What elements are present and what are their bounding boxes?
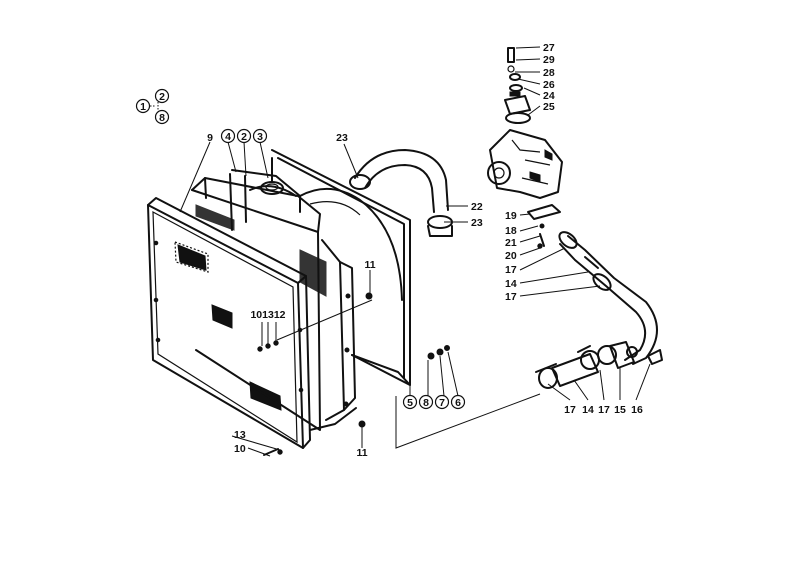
callout-14b: 14 xyxy=(582,404,594,416)
legend-cluster xyxy=(135,88,170,125)
callout-17a: 17 xyxy=(505,264,517,276)
callout-8: 8 xyxy=(159,112,165,124)
callout-11b: 11 xyxy=(356,447,367,459)
callout-26: 26 xyxy=(543,79,555,91)
callout-23a: 23 xyxy=(336,132,348,144)
callout-10: 10 xyxy=(234,443,246,455)
callout-19: 19 xyxy=(505,210,517,222)
leader-lines xyxy=(179,46,651,457)
callout-15: 15 xyxy=(614,404,626,416)
callout-1: 1 xyxy=(140,101,146,113)
callout-17c: 17 xyxy=(564,404,576,416)
callout-6: 6 xyxy=(455,397,461,409)
callout-labels: 1 2 8 9 4 2 3 23 22 23 27 29 28 26 24 25… xyxy=(140,42,643,459)
front-grille-panel xyxy=(147,197,311,449)
bypass-fittings xyxy=(527,204,561,249)
callout-9: 9 xyxy=(207,132,213,144)
callout-17d: 17 xyxy=(598,404,610,416)
callout-2b: 2 xyxy=(241,131,247,143)
callout-18: 18 xyxy=(505,225,517,237)
callout-22: 22 xyxy=(471,201,483,213)
callout-24: 24 xyxy=(543,90,555,102)
callout-29: 29 xyxy=(543,54,555,66)
callout-25: 25 xyxy=(543,101,555,113)
water-pump-housing xyxy=(487,47,563,199)
upper-hose xyxy=(349,149,453,237)
callout-2: 2 xyxy=(159,91,165,103)
radiator-core xyxy=(191,157,357,431)
callout-101312: 101312 xyxy=(250,309,285,321)
callout-27: 27 xyxy=(543,42,555,54)
callout-23b: 23 xyxy=(471,217,483,229)
callout-5: 5 xyxy=(407,397,413,409)
callout-21: 21 xyxy=(505,237,517,249)
lower-hose-system xyxy=(535,231,663,389)
callout-28: 28 xyxy=(543,67,555,79)
callout-4: 4 xyxy=(225,131,231,143)
callout-7: 7 xyxy=(439,397,445,409)
callout-17b: 17 xyxy=(505,291,517,303)
callout-16: 16 xyxy=(631,404,643,416)
callout-3: 3 xyxy=(257,131,263,143)
callout-8b: 8 xyxy=(423,397,429,409)
bolts-and-washers xyxy=(257,292,450,456)
callout-13: 13 xyxy=(234,429,246,441)
callout-14a: 14 xyxy=(505,278,517,290)
callout-11a: 11 xyxy=(364,259,375,271)
callout-20: 20 xyxy=(505,250,517,262)
fan-shroud xyxy=(271,149,411,386)
